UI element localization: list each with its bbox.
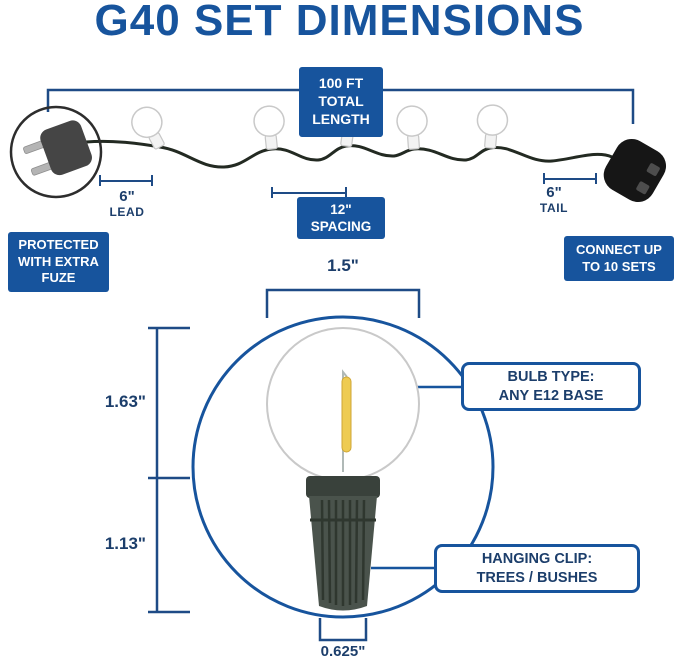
bulb-type-title: BULB TYPE:	[507, 368, 595, 385]
lead-caption: LEAD	[109, 205, 145, 219]
connect-callout: CONNECT UP TO 10 SETS	[564, 236, 674, 281]
bulb-globe	[131, 106, 163, 139]
spacing-callout: 12" SPACING	[297, 197, 385, 239]
bulb-illustration	[266, 327, 420, 611]
tail-bracket	[543, 173, 597, 184]
spacing-value: 12"	[330, 201, 352, 217]
connector-slot	[646, 163, 660, 176]
socket-ridges	[320, 499, 366, 606]
connect-line2: TO 10 SETS	[582, 258, 656, 274]
bulb-globe	[476, 104, 509, 136]
glass-width-bracket	[265, 288, 421, 318]
plug-body	[40, 120, 92, 176]
fuze-line3: FUZE	[41, 270, 76, 286]
tail-caption: TAIL	[539, 201, 569, 215]
bulb-socket	[407, 134, 420, 150]
total-length-line1: 100 FT	[318, 75, 364, 92]
fuze-callout: PROTECTED WITH EXTRA FUZE	[8, 232, 109, 292]
spacing-bracket	[271, 187, 347, 198]
bulb-globe	[253, 105, 285, 137]
string-bulb	[131, 106, 165, 150]
glass-width-dimension: 1.5"	[327, 256, 359, 275]
tail-label: 6" TAIL	[524, 184, 584, 215]
led-filament	[341, 376, 352, 453]
bulb-socket	[484, 133, 498, 149]
base-height-dimension: 1.13"	[104, 534, 146, 553]
total-length-line2: TOTAL	[318, 93, 364, 110]
lead-value: 6"	[119, 188, 135, 205]
bulb-type-value-bold: ANY	[498, 387, 530, 404]
glass-height-dimension: 1.63"	[104, 392, 146, 411]
total-length-callout: 100 FT TOTAL LENGTH	[299, 67, 383, 137]
hanging-clip-callout: HANGING CLIP: TREES / BUSHES	[434, 544, 640, 593]
bulb-type-callout: BULB TYPE: ANY E12 BASE	[461, 362, 641, 411]
connector-slot	[636, 181, 650, 195]
bulb-highlight-ring	[191, 315, 495, 619]
bulb-socket	[264, 134, 278, 150]
fuze-line2: WITH EXTRA	[18, 253, 99, 269]
tail-value: 6"	[546, 184, 562, 201]
hanging-clip-value: TREES / BUSHES	[476, 569, 598, 586]
power-plug	[9, 105, 103, 199]
bulb-type-value: ANY E12 BASE	[499, 387, 604, 406]
bulb-globe	[396, 105, 428, 137]
page-title: G40 SET DIMENSIONS	[94, 0, 585, 45]
connector-body	[603, 138, 667, 203]
total-length-line3: LENGTH	[312, 110, 370, 127]
spacing-label: SPACING	[310, 219, 372, 234]
base-width-dimension: 0.625"	[320, 643, 366, 660]
base-width-bracket	[318, 618, 368, 642]
string-bulb	[253, 105, 285, 150]
height-dimension-lines	[148, 326, 190, 614]
string-bulb	[396, 105, 428, 150]
lead-bracket	[99, 175, 153, 186]
end-connector	[603, 138, 667, 203]
hanging-clip-title: HANGING CLIP:	[481, 550, 593, 567]
fuze-line1: PROTECTED	[18, 237, 99, 253]
lead-label: 6" LEAD	[98, 188, 156, 219]
string-bulb	[476, 104, 509, 149]
socket-collar	[306, 476, 380, 498]
plug-ring	[9, 105, 103, 199]
bulb-type-value-rest: E12 BASE	[529, 387, 604, 404]
string-wire	[84, 139, 614, 169]
connect-line1: CONNECT UP	[576, 241, 662, 257]
